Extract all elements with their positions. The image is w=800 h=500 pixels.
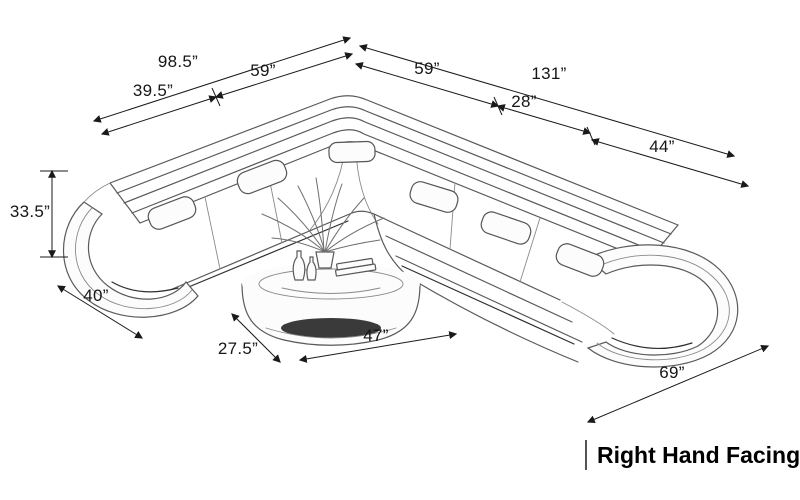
chaise-front-line bbox=[385, 235, 573, 323]
throw-pillows bbox=[147, 140, 605, 277]
dim-left-seat: 59” bbox=[214, 52, 354, 99]
dimension-annotations: 98.5” 39.5” 59” 131” 59” 28” 44” bbox=[10, 36, 770, 424]
plant-stem bbox=[261, 213, 326, 253]
dim-label: 69” bbox=[659, 363, 685, 382]
dim-table-width: 47” bbox=[298, 326, 458, 363]
pillow bbox=[147, 196, 197, 230]
plant-stem bbox=[324, 239, 381, 253]
sofa-chaise-arm bbox=[586, 244, 739, 368]
dim-chaise-front: 69” bbox=[586, 344, 770, 424]
pillow bbox=[409, 181, 459, 213]
plant-stem bbox=[324, 183, 343, 253]
dim-label: 40” bbox=[83, 286, 109, 305]
dim-label: 28” bbox=[511, 92, 537, 111]
chaise-cushion-seam bbox=[561, 301, 615, 335]
plant-stem bbox=[277, 197, 326, 253]
dim-junction-tick bbox=[493, 96, 503, 116]
dim-junction-tick bbox=[211, 87, 221, 107]
pillow bbox=[480, 211, 532, 245]
dim-label: 27.5” bbox=[218, 339, 258, 358]
dim-label: 39.5” bbox=[133, 81, 173, 100]
left-arm-accent-stripe bbox=[111, 281, 179, 293]
left-arm-top-join bbox=[83, 182, 111, 203]
dim-label: 59” bbox=[414, 59, 440, 78]
chaise-arm-accent-stripe bbox=[611, 337, 693, 350]
plant-stem bbox=[324, 197, 365, 253]
dim-label: 98.5” bbox=[158, 52, 198, 71]
dim-label: 47” bbox=[363, 326, 389, 345]
decor-vase bbox=[292, 250, 306, 281]
pillow bbox=[555, 243, 605, 277]
backrest-channel-line bbox=[131, 129, 657, 253]
dim-table-depth: 27.5” bbox=[218, 313, 281, 363]
pillow bbox=[236, 159, 288, 195]
chaise-front-line bbox=[395, 255, 583, 343]
backrest-channel-line bbox=[116, 106, 672, 235]
orientation-label: Right Hand Facing bbox=[597, 442, 800, 468]
plant-stem bbox=[271, 237, 326, 253]
decor-plant bbox=[261, 177, 385, 253]
orientation: Right Hand Facing bbox=[585, 440, 800, 470]
seat-division bbox=[519, 217, 541, 283]
base-accent-stripe bbox=[401, 265, 575, 345]
sectional-sofa-drawing bbox=[62, 95, 739, 368]
dim-label: 33.5” bbox=[10, 202, 50, 221]
seat-division bbox=[204, 196, 221, 270]
dim-back-height: 33.5” bbox=[10, 169, 68, 259]
plant-pot bbox=[315, 251, 335, 269]
plant-stem bbox=[315, 177, 325, 253]
dim-left-arm-span: 39.5” bbox=[100, 81, 218, 136]
dim-label: 131” bbox=[531, 64, 566, 83]
dim-right-mid: 28” bbox=[496, 92, 592, 135]
dim-junction-tick bbox=[586, 126, 596, 146]
chaise-floor-edge bbox=[409, 277, 579, 363]
dim-chaise-length: 44” bbox=[590, 137, 750, 188]
decor-vase bbox=[306, 256, 317, 281]
table-top bbox=[242, 263, 420, 305]
base-accent-stripe bbox=[161, 220, 349, 299]
table-top-reflection bbox=[281, 287, 381, 294]
coffee-table bbox=[241, 250, 421, 346]
decor-books bbox=[335, 257, 377, 277]
dim-label: 59” bbox=[250, 61, 276, 80]
plant-stem bbox=[324, 217, 385, 253]
dim-label: 44” bbox=[649, 137, 675, 156]
dim-left-depth: 40” bbox=[56, 285, 144, 339]
table-top-inner-edge bbox=[258, 268, 404, 300]
plant-stem bbox=[297, 185, 326, 253]
sofa-backrest bbox=[109, 95, 679, 262]
backrest-channel-line bbox=[139, 141, 649, 262]
backrest-left-endcap bbox=[109, 182, 141, 224]
backrest-channel-line bbox=[123, 117, 665, 244]
dim-right-seat: 59” bbox=[354, 59, 500, 108]
dim-left-overall: 98.5” bbox=[92, 36, 352, 123]
pillow bbox=[328, 140, 376, 164]
